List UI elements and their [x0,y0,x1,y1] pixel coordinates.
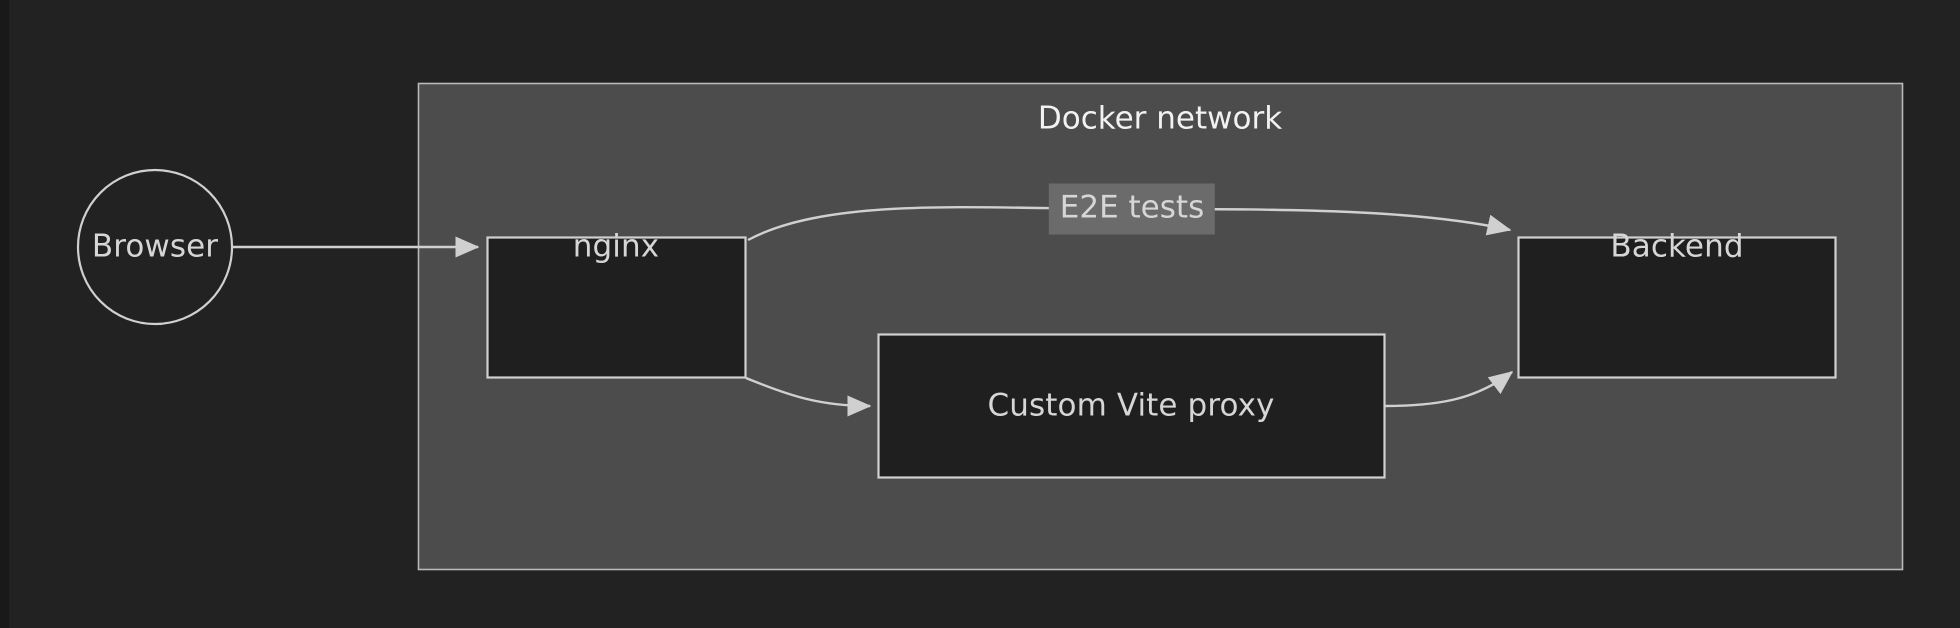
node-vite-proxy-shape[interactable] [877,333,1386,479]
left-gutter-stripe [0,0,9,628]
node-nginx-shape[interactable] [486,236,747,379]
node-label-backend: Backend [1610,228,1744,265]
node-label-vite-proxy: Custom Vite proxy [987,387,1275,424]
edge-label-e2e-tests: E2E tests [1048,183,1216,235]
node-label-browser: Browser [91,228,219,265]
docker-network-title: Docker network [1037,100,1283,137]
node-label-nginx: nginx [572,228,660,265]
edge-nginx-to-vite-proxy [745,376,872,417]
edge-vite-proxy-to-backend [1384,371,1514,408]
node-backend-shape[interactable] [1517,236,1837,379]
